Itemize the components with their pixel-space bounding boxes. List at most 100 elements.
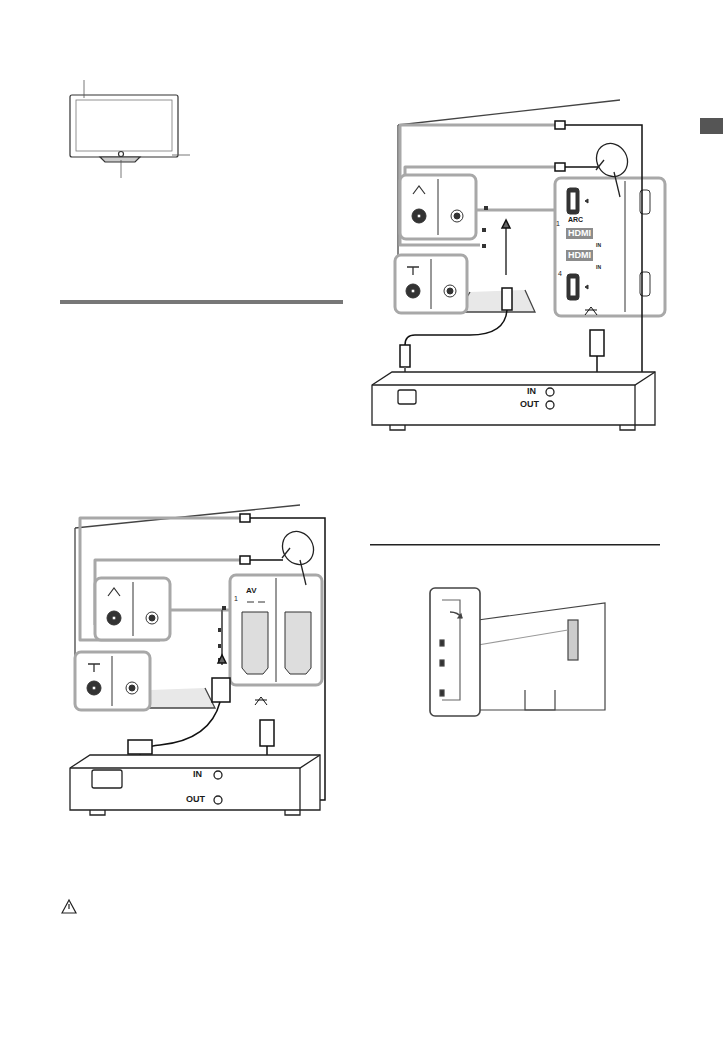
- port-feature: ARC: [568, 216, 583, 223]
- warning-icon: [62, 900, 76, 913]
- terrestrial-input-inset: [88, 664, 100, 672]
- tv-connector-ticks: [482, 244, 486, 248]
- scart-inset: [276, 578, 277, 682]
- tv-rear-cover: [458, 614, 462, 618]
- hdmi-inset: [570, 192, 576, 210]
- routing-guide: [75, 652, 150, 710]
- tv-connector-ticks: [482, 206, 488, 248]
- port-number: 1: [234, 595, 238, 602]
- tv-back-right: [398, 100, 620, 125]
- satellite-input-inset: [146, 612, 158, 624]
- coax-cables-right: [562, 125, 642, 405]
- tv-connector-ticks: [222, 606, 226, 610]
- satellite-input-inset: [112, 616, 116, 620]
- set-top-box-left: [214, 771, 222, 779]
- tv-front-icon: [172, 155, 190, 156]
- terrestrial-input-inset: [431, 259, 432, 309]
- warning-icon: [68, 904, 69, 909]
- tv-front-icon: [70, 95, 178, 157]
- hdmi-cable: [505, 225, 507, 275]
- jack-label: OUT: [186, 795, 205, 804]
- routing-guide: [400, 125, 555, 245]
- coax-cables-right: [562, 166, 598, 168]
- hdmi-inset: [585, 199, 588, 289]
- satellite-input-inset: [149, 615, 155, 621]
- jack-label: IN: [193, 770, 202, 779]
- terrestrial-input-inset: [444, 285, 456, 297]
- tv-rear-cover: [478, 603, 605, 710]
- jack-label: OUT: [520, 400, 539, 409]
- routing-guide: [395, 125, 665, 316]
- satellite-dish: [614, 172, 620, 197]
- hdmi-logo-sub: IN: [596, 265, 601, 270]
- routing-guide: [230, 575, 322, 685]
- scart-cable: [212, 678, 230, 702]
- scart-cable: [218, 655, 226, 663]
- coax-cables-right: [555, 121, 565, 129]
- set-top-box-left: [90, 810, 300, 815]
- satellite-dish: [282, 548, 290, 558]
- hdmi-inset: [567, 181, 650, 312]
- terrestrial-input-inset: [411, 289, 415, 293]
- hdmi-cable: [400, 345, 410, 367]
- terrestrial-input-inset: [406, 284, 420, 298]
- routing-guide: [80, 518, 240, 640]
- coax-cables-left: [240, 556, 250, 564]
- terrestrial-input-inset: [87, 656, 138, 706]
- tv-front-icon: [100, 157, 140, 162]
- scart-inset: [242, 612, 268, 674]
- satellite-dish: [277, 526, 320, 585]
- section-rule: [370, 544, 660, 546]
- satellite-input-inset: [107, 582, 158, 636]
- tv-rear-cover: [525, 690, 555, 710]
- port-number: 4: [558, 270, 562, 277]
- satellite-input-inset: [108, 588, 120, 596]
- section-rule: [60, 300, 343, 304]
- terrestrial-input-inset: [126, 682, 138, 694]
- set-top-box-left: [70, 755, 320, 810]
- set-top-box-right: [372, 372, 655, 430]
- tv-connector-ticks: [484, 206, 488, 210]
- set-top-box-right: [546, 388, 554, 396]
- tv-front-icon: [70, 80, 190, 178]
- section-rule: [370, 544, 660, 546]
- satellite-dish: [596, 160, 604, 170]
- hdmi-inset: [625, 181, 626, 312]
- coax-cables-left: [255, 697, 267, 705]
- routing-guide: [395, 255, 467, 313]
- set-top-box-right: [390, 425, 635, 430]
- coax-cables-right: [555, 163, 565, 171]
- tv-rear-cover: [442, 600, 460, 700]
- terrestrial-input-inset: [407, 267, 419, 275]
- hdmi-logo: HDMI: [566, 228, 593, 239]
- tv-rear-cover: [440, 640, 444, 646]
- port-number: 1: [556, 220, 560, 227]
- terrestrial-input-inset: [129, 685, 135, 691]
- terrestrial-input-inset: [406, 259, 456, 309]
- tv-rear-cover: [478, 630, 568, 645]
- routing-guide: [555, 178, 665, 316]
- satellite-input-inset: [133, 582, 134, 636]
- hdmi-inset: [567, 274, 579, 300]
- set-top-box-left: [214, 796, 222, 804]
- scart-inset: [242, 578, 311, 682]
- coax-cables-right: [585, 307, 597, 315]
- set-top-box-right: [372, 372, 655, 425]
- tv-connector-ticks: [482, 228, 486, 232]
- satellite-input-inset: [454, 213, 460, 219]
- set-top-box-right: [634, 385, 635, 425]
- hdmi-cable: [405, 310, 507, 345]
- section-tab: [700, 118, 723, 134]
- tv-rear-cover: [430, 588, 480, 716]
- satellite-input-inset: [451, 210, 463, 222]
- coax-cables-right: [590, 330, 604, 356]
- hdmi-cable: [502, 288, 512, 310]
- tv-back-right: [458, 290, 535, 312]
- satellite-input-inset: [413, 186, 425, 194]
- tv-rear-cover: [440, 660, 444, 666]
- satellite-input-inset: [412, 209, 426, 223]
- tv-rear-cover: [450, 612, 462, 618]
- section-tab: [700, 118, 723, 134]
- jack-label: IN: [527, 387, 536, 396]
